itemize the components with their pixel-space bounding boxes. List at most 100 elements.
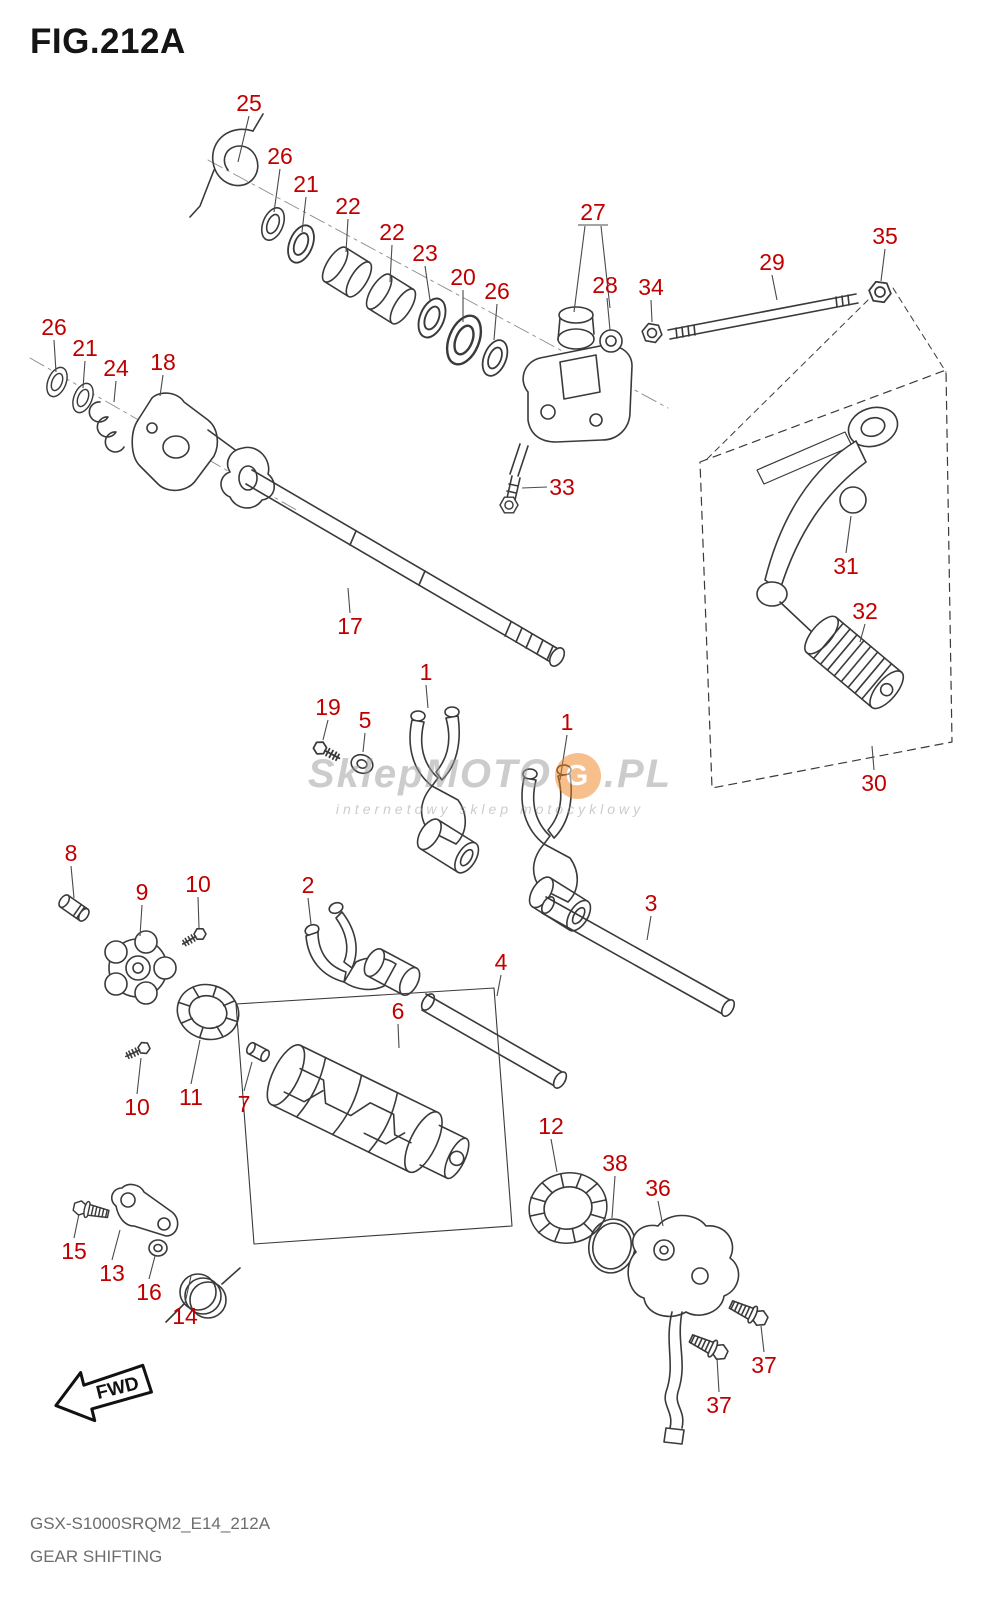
callout-1: 1 [420, 659, 433, 685]
leader-line-21 [82, 360, 86, 389]
callout-10: 10 [124, 1094, 150, 1120]
callout-37: 37 [706, 1392, 732, 1418]
detail-box-30 [699, 369, 953, 789]
part-cam-stopper-plate-9 [104, 930, 177, 1005]
projection-line-upper [892, 287, 947, 373]
part-bearing-12 [528, 1172, 608, 1244]
part-pin-8 [58, 894, 90, 922]
callout-18: 18 [150, 349, 176, 375]
callout-22: 22 [335, 193, 361, 219]
leader-line-10 [136, 1057, 142, 1095]
part-washer-stack [256, 203, 514, 381]
part-bolt-33 [499, 443, 529, 514]
leader-line-29 [771, 274, 778, 301]
fwd-arrow: FWD [54, 1363, 153, 1423]
callout-12: 12 [538, 1113, 564, 1139]
leader-line-26 [273, 168, 281, 213]
leader-line-16 [148, 1255, 156, 1280]
part-washer-16 [148, 1239, 168, 1257]
callout-14: 14 [172, 1303, 198, 1329]
part-pin-7 [245, 1041, 271, 1063]
callout-26: 26 [267, 143, 293, 169]
callout-20: 20 [450, 264, 476, 290]
leader-line-31 [845, 515, 852, 554]
part-return-spring-25 [189, 113, 264, 218]
leader-line-7 [243, 1061, 253, 1092]
part-shift-cam-6 [266, 1044, 470, 1180]
leader-line-32 [859, 623, 866, 643]
part-gear-shift-shaft-17 [220, 446, 566, 667]
part-bearing-11 [176, 983, 240, 1041]
part-bolt-10a [178, 925, 209, 950]
part-fork-shaft-4 [420, 993, 568, 1089]
callout-27: 27 [580, 199, 606, 225]
leader-line-23 [424, 265, 431, 301]
footer-model-code: GSX-S1000SRQM2_E14_212A [30, 1514, 271, 1533]
part-shift-plate-18 [131, 392, 239, 492]
leader-line-26 [493, 303, 498, 341]
callout-29: 29 [759, 249, 785, 275]
part-stopper-lever-13 [110, 1183, 179, 1237]
leader-line-2 [307, 897, 312, 925]
callout-26: 26 [484, 278, 510, 304]
leader-line-25 [237, 115, 250, 163]
callout-2: 2 [302, 872, 315, 898]
callout-11: 11 [179, 1084, 203, 1110]
part-washer-5 [350, 753, 374, 775]
leader-line-35 [880, 248, 886, 282]
leader-lines-layer [53, 115, 886, 1393]
leader-line-30 [871, 745, 875, 771]
callout-33: 33 [549, 474, 575, 500]
leader-line-8 [70, 865, 75, 899]
part-cam-driver-assembly-27 [522, 306, 633, 443]
leader-line-11 [190, 1039, 201, 1085]
leader-line-5 [362, 732, 366, 753]
leader-line-27 [600, 225, 611, 309]
part-bolt-10b [122, 1039, 153, 1063]
footer-figure-name: GEAR SHIFTING [30, 1547, 163, 1566]
leader-line-24 [113, 380, 117, 403]
part-spring-14 [165, 1267, 241, 1323]
part-gear-shift-lever-31 [756, 406, 899, 635]
callout-36: 36 [645, 1175, 671, 1201]
leader-line-22 [389, 244, 393, 283]
callout-22: 22 [379, 219, 405, 245]
part-nut-35 [866, 280, 894, 304]
callout-8: 8 [65, 840, 78, 866]
part-bolt-19 [310, 738, 344, 766]
leader-line-12 [550, 1138, 558, 1173]
part-bolt-37a [726, 1295, 771, 1330]
callout-3: 3 [645, 890, 658, 916]
leader-line-19 [322, 719, 329, 741]
part-gear-position-switch-36 [627, 1214, 740, 1445]
callout-21: 21 [72, 335, 98, 361]
callout-31: 31 [833, 553, 859, 579]
callout-16: 16 [136, 1279, 162, 1305]
leader-line-1 [425, 684, 429, 709]
projection-line-lower [705, 299, 869, 461]
callout-25: 25 [236, 90, 262, 116]
part-shift-fork-2 [304, 901, 421, 996]
callout-7: 7 [238, 1091, 251, 1117]
leader-line-18 [159, 374, 164, 397]
callout-9: 9 [136, 879, 149, 905]
part-fork-shaft-3 [540, 896, 736, 1017]
part-nut-34 [639, 321, 665, 345]
leader-line-37 [760, 1325, 765, 1353]
leader-line-34 [650, 299, 653, 323]
leader-line-22 [345, 218, 349, 253]
leader-line-13 [111, 1229, 121, 1261]
leader-line-36 [657, 1200, 664, 1227]
callout-4: 4 [495, 949, 508, 975]
leader-line-33 [521, 486, 548, 489]
part-bolt-37b [686, 1329, 731, 1364]
callout-30: 30 [861, 770, 887, 796]
callout-23: 23 [412, 240, 438, 266]
part-shift-fork-1b [521, 764, 597, 936]
leader-line-10 [197, 896, 200, 929]
callout-5: 5 [359, 707, 372, 733]
callout-13: 13 [99, 1260, 125, 1286]
